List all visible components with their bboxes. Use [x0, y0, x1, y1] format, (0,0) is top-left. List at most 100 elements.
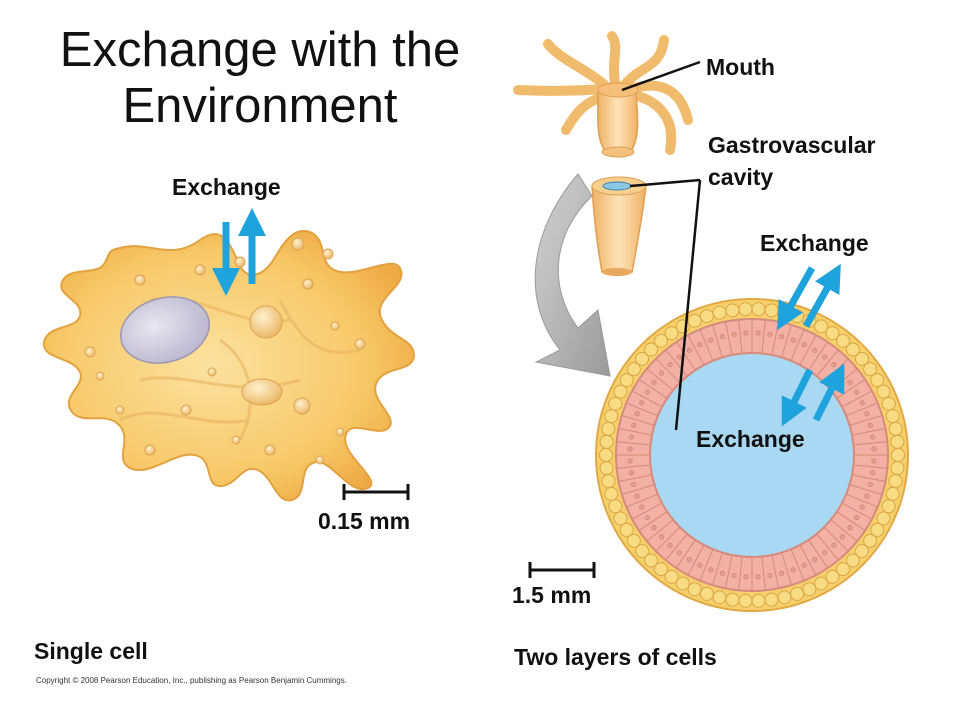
inner-cell-nucleus — [839, 534, 845, 540]
outer-cell — [751, 302, 766, 317]
inner-cell-nucleus — [867, 422, 873, 428]
inner-cell-nucleus — [790, 567, 796, 573]
outer-cell — [712, 590, 727, 605]
inner-cell-nucleus — [731, 331, 737, 337]
inner-exchange-label: Exchange — [696, 426, 805, 452]
outer-cell — [764, 303, 779, 318]
outer-cell — [885, 486, 900, 501]
outer-cell — [802, 582, 817, 597]
inner-cell-nucleus — [790, 337, 796, 343]
inner-cell-wall — [851, 427, 886, 436]
inner-cell-wall — [631, 502, 663, 520]
inner-cell-wall — [618, 427, 653, 436]
outer-cell — [599, 434, 614, 449]
outer-cell — [751, 593, 766, 608]
cell-exchange-label: Exchange — [172, 174, 281, 200]
outer-cell — [825, 569, 840, 584]
outer-cell — [626, 362, 641, 377]
mouth-label: Mouth — [706, 54, 775, 80]
inner-cell-nucleus — [812, 347, 818, 353]
inner-cell-nucleus — [644, 515, 650, 521]
inner-cell-nucleus — [859, 504, 865, 510]
outer-cell — [644, 553, 659, 568]
outer-cell — [619, 373, 634, 388]
outer-cell — [653, 562, 668, 577]
outer-cell — [599, 461, 614, 476]
inner-cell-wall — [808, 539, 828, 569]
outer-cell — [845, 553, 860, 568]
inner-cell-nucleus — [822, 354, 828, 360]
outer-cell — [675, 576, 690, 591]
outer-cell — [764, 592, 779, 607]
inner-cell-nucleus — [867, 482, 873, 488]
inner-cell-wall — [655, 358, 681, 384]
tentacles — [513, 31, 693, 155]
inner-cell-nucleus — [767, 331, 773, 337]
outer-cell — [891, 448, 905, 462]
vacuoles — [84, 237, 366, 465]
outer-cell — [608, 499, 623, 514]
inner-cell-nucleus — [644, 389, 650, 395]
outer-cell — [890, 434, 905, 449]
inner-cell-nucleus — [667, 362, 673, 368]
outer-cell — [790, 309, 805, 324]
inner-cell-wall — [621, 415, 655, 426]
inner-cell-wall — [738, 319, 743, 354]
inner-cell-wall — [724, 321, 733, 356]
inner-cell-wall — [618, 474, 653, 483]
inner-cell-wall — [638, 379, 668, 399]
outer-cell — [635, 351, 650, 366]
hydra-body — [591, 185, 647, 273]
inner-cell-wall — [761, 556, 766, 591]
inner-cell-nucleus — [870, 434, 876, 440]
inner-cell-nucleus — [859, 400, 865, 406]
inner-cell-nucleus — [743, 330, 749, 336]
inner-cell-nucleus — [719, 570, 725, 576]
inner-cell-wall — [836, 511, 866, 531]
inner-cell-nucleus — [822, 550, 828, 556]
inner-cell-wall — [790, 549, 805, 581]
inner-cell-wall — [646, 368, 674, 391]
inner-cell-wall — [830, 519, 858, 542]
inner-cell-wall — [846, 402, 878, 417]
exchange-arrows-cell — [212, 208, 266, 296]
body-cut-top — [601, 146, 635, 158]
inner-cell-wall — [724, 554, 733, 589]
inner-cell-wall — [616, 464, 651, 469]
inner-cell-wall — [646, 519, 674, 542]
inner-cell-nucleus — [864, 411, 870, 417]
outer-cell — [888, 421, 903, 436]
outer-cell — [814, 319, 829, 334]
outer-cell — [870, 522, 885, 537]
outer-exchange-label: Exchange — [760, 230, 869, 256]
inner-cell-wall — [665, 533, 688, 561]
inner-cell-nucleus — [871, 458, 877, 464]
inner-cell-wall — [712, 552, 723, 586]
copyright-notice: Copyright © 2008 Pearson Education, Inc.… — [36, 676, 347, 685]
inner-cell-nucleus — [634, 411, 640, 417]
inner-cell-nucleus — [659, 370, 665, 376]
inner-cell-wall — [761, 319, 766, 354]
outer-cell — [863, 533, 878, 548]
title-line-2: Environment — [122, 79, 398, 133]
outer-cell — [854, 544, 869, 559]
inner-cell-nucleus — [627, 458, 633, 464]
outer-cell — [664, 569, 679, 584]
hydra-scale-label: 1.5 mm — [512, 582, 592, 608]
inner-cell-wall — [836, 379, 866, 399]
inner-cell-nucleus — [627, 446, 633, 452]
hydra — [513, 31, 693, 276]
inner-cell-nucleus — [831, 542, 837, 548]
inner-cell-nucleus — [651, 379, 657, 385]
inner-cell-wall — [655, 526, 681, 552]
inner-cell-nucleus — [708, 337, 714, 343]
inner-cell-wall — [849, 415, 883, 426]
inner-cell-wall — [738, 556, 743, 591]
inner-cell-wall — [851, 474, 886, 483]
inner-cell-nucleus — [847, 379, 853, 385]
scale-bar-hydra — [528, 562, 596, 578]
inner-cell-wall — [823, 526, 849, 552]
nucleus — [120, 296, 210, 364]
inner-cell-wall — [853, 464, 888, 469]
inner-cell-wall — [676, 341, 696, 371]
